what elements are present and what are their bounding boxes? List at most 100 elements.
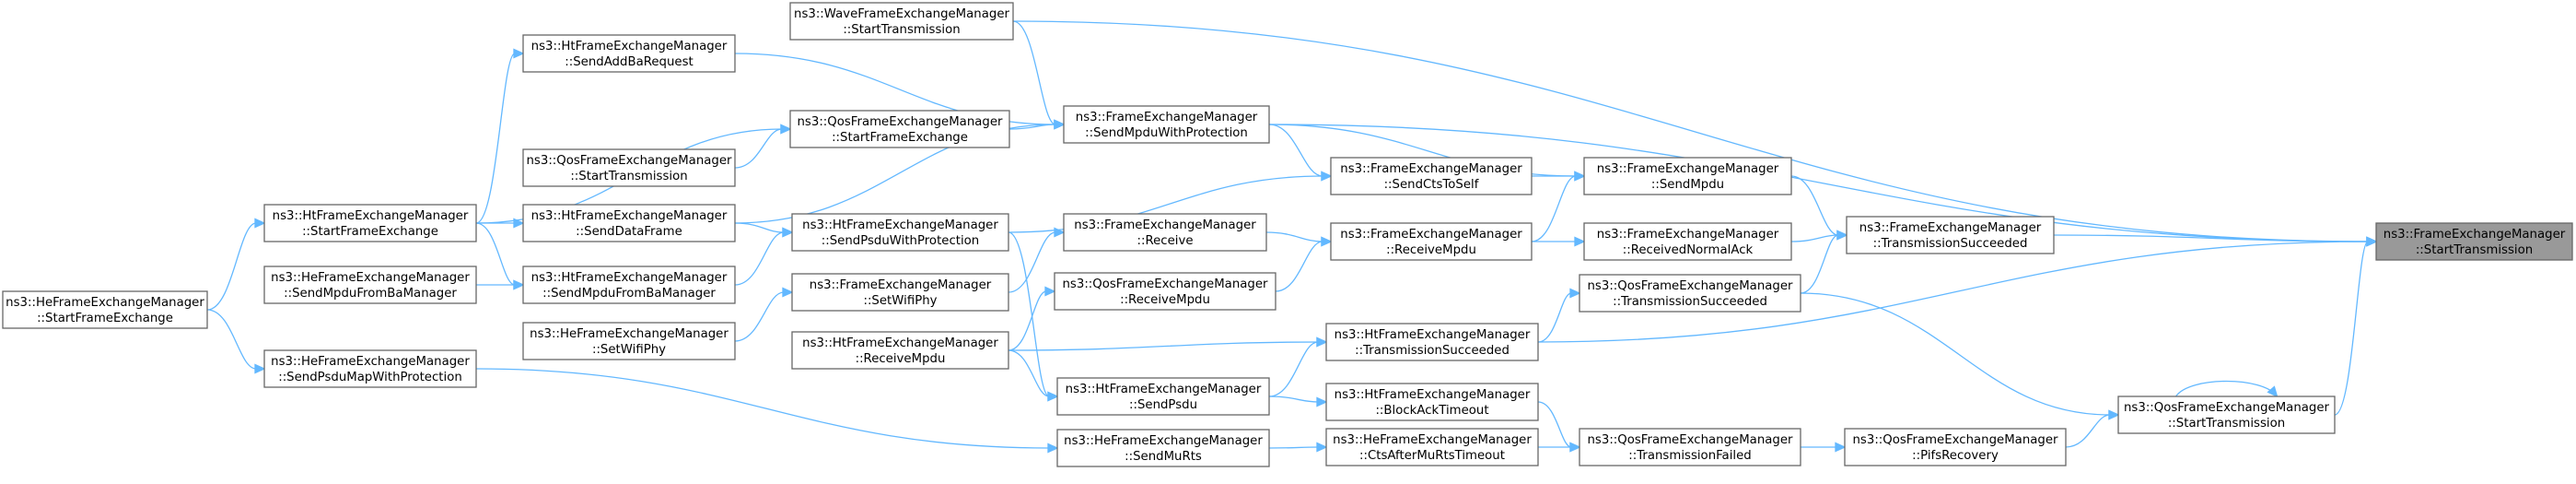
- node-class-label: ns3::FrameExchangeManager: [1859, 221, 2042, 235]
- node-box: [1063, 213, 1267, 252]
- edge-line: [1008, 175, 1323, 233]
- node-box: [1583, 157, 1792, 195]
- edge-arrowhead: [2366, 236, 2378, 247]
- node-box: [2117, 395, 2336, 434]
- function-node[interactable]: ns3::HeFrameExchangeManager::CtsAfterMuR…: [1325, 428, 1539, 466]
- node-box: [522, 34, 736, 73]
- node-method-label: ::StartTransmission: [2168, 417, 2285, 431]
- edge-n10-to-n4: [1537, 288, 1581, 343]
- function-node[interactable]: ns3::FrameExchangeManager::SendCtsToSelf: [1330, 157, 1533, 195]
- edge-line: [2065, 414, 2111, 448]
- function-node[interactable]: ns3::QosFrameExchangeManager::StartFrame…: [789, 110, 1010, 148]
- node-method-label: ::SendMpdu: [1651, 178, 1724, 192]
- edge-n24-to-n15: [1008, 286, 1056, 351]
- function-node[interactable]: ns3::QosFrameExchangeManager::StartTrans…: [522, 148, 736, 187]
- node-box: [1583, 222, 1792, 261]
- function-node[interactable]: ns3::HtFrameExchangeManager::SendDataFra…: [522, 204, 736, 242]
- function-node[interactable]: ns3::HeFrameExchangeManager::SendMuRts: [1056, 429, 1270, 467]
- node-class-label: ns3::FrameExchangeManager: [1076, 111, 1258, 124]
- node-method-label: ::SendAddBaRequest: [565, 55, 693, 69]
- function-node[interactable]: ns3::FrameExchangeManager::SendMpdu: [1583, 157, 1792, 195]
- function-node[interactable]: ns3::QosFrameExchangeManager::Transmissi…: [1579, 274, 1801, 313]
- edge-n12-to-n3: [1532, 236, 1586, 247]
- function-node[interactable]: ns3::HtFrameExchangeManager::SendAddBaRe…: [522, 34, 736, 73]
- node-class-label: ns3::FrameExchangeManager: [2384, 228, 2566, 242]
- node-box: [2, 290, 208, 329]
- target-node[interactable]: ns3::FrameExchangeManager::StartTransmis…: [2375, 222, 2573, 261]
- function-node[interactable]: ns3::HtFrameExchangeManager::StartFrameE…: [263, 204, 477, 242]
- edge-n25-to-n26: [475, 218, 525, 229]
- function-node[interactable]: ns3::HtFrameExchangeManager::BlockAckTim…: [1325, 383, 1539, 421]
- node-box: [791, 331, 1009, 370]
- function-node[interactable]: ns3::HeFrameExchangeManager::SendMpduFro…: [263, 266, 477, 304]
- node-box: [263, 349, 477, 388]
- node-box: [789, 110, 1010, 148]
- function-node[interactable]: ns3::HeFrameExchangeManager::SendPsduMap…: [263, 349, 477, 388]
- function-node[interactable]: ns3::HeFrameExchangeManager::StartFrameE…: [2, 290, 208, 329]
- node-method-label: ::StartTransmission: [2416, 243, 2533, 257]
- edge-arrowhead: [1569, 288, 1581, 299]
- node-method-label: ::SetWifiPhy: [863, 294, 937, 308]
- node-class-label: ns3::HtFrameExchangeManager: [1335, 388, 1531, 402]
- node-class-label: ns3::QosFrameExchangeManager: [798, 115, 1004, 129]
- edge-n6-to-n5: [2065, 409, 2120, 448]
- node-class-label: ns3::HeFrameExchangeManager: [271, 271, 470, 285]
- edge-line: [1537, 401, 1572, 448]
- function-node[interactable]: ns3::WaveFrameExchangeManager::StartTran…: [789, 2, 1014, 41]
- node-class-label: ns3::FrameExchangeManager: [810, 278, 992, 292]
- node-class-label: ns3::HtFrameExchangeManager: [273, 209, 469, 223]
- node-box: [1056, 377, 1270, 416]
- edge-n16-to-n10: [1268, 336, 1328, 397]
- edge-arrowhead: [2108, 409, 2120, 420]
- edge-n30-to-n25: [206, 218, 266, 311]
- node-box: [791, 213, 1009, 252]
- function-node[interactable]: ns3::QosFrameExchangeManager::PifsRecove…: [1844, 428, 2067, 466]
- edge-n4-to-n5: [1800, 292, 2120, 420]
- function-node[interactable]: ns3::QosFrameExchangeManager::StartTrans…: [2117, 395, 2336, 434]
- function-node[interactable]: ns3::HtFrameExchangeManager::SendPsduWit…: [791, 213, 1009, 252]
- function-node[interactable]: ns3::FrameExchangeManager::Receive: [1063, 213, 1267, 252]
- node-method-label: ::StartFrameExchange: [37, 312, 173, 325]
- edge-n15-to-n12: [1275, 236, 1333, 292]
- edge-n16-to-n8: [1268, 395, 1328, 407]
- node-class-label: ns3::WaveFrameExchangeManager: [794, 7, 1009, 21]
- node-method-label: ::SendPsdu: [1129, 398, 1197, 412]
- edge-line: [734, 222, 785, 233]
- function-node[interactable]: ns3::FrameExchangeManager::TransmissionS…: [1846, 216, 2055, 254]
- function-node[interactable]: ns3::HtFrameExchangeManager::SendMpduFro…: [522, 266, 736, 304]
- function-node[interactable]: ns3::HtFrameExchangeManager::ReceiveMpdu: [791, 331, 1009, 370]
- edge-arrowhead: [513, 48, 525, 59]
- edge-arrowhead: [254, 363, 266, 374]
- node-class-label: ns3::HtFrameExchangeManager: [802, 336, 998, 350]
- function-node[interactable]: ns3::HeFrameExchangeManager::SetWifiPhy: [522, 322, 736, 360]
- function-node[interactable]: ns3::FrameExchangeManager::ReceivedNorma…: [1583, 222, 1792, 261]
- function-node[interactable]: ns3::FrameExchangeManager::SendMpduWithP…: [1063, 105, 1270, 144]
- function-node[interactable]: ns3::QosFrameExchangeManager::Transmissi…: [1579, 428, 1801, 466]
- node-class-label: ns3::QosFrameExchangeManager: [2124, 401, 2330, 415]
- function-node[interactable]: ns3::HtFrameExchangeManager::Transmissio…: [1325, 323, 1539, 361]
- function-node[interactable]: ns3::FrameExchangeManager::ReceiveMpdu: [1330, 222, 1533, 261]
- node-box: [522, 322, 736, 360]
- edge-n31-to-n17: [475, 368, 1059, 454]
- edge-line: [1012, 20, 2369, 242]
- function-node[interactable]: ns3::FrameExchangeManager::SetWifiPhy: [791, 273, 1009, 312]
- function-node[interactable]: ns3::QosFrameExchangeManager::ReceiveMpd…: [1054, 272, 1276, 311]
- edge-arrowhead: [1054, 227, 1066, 238]
- node-method-label: ::SendMpduWithProtection: [1085, 126, 1248, 140]
- node-method-label: ::BlockAckTimeout: [1375, 404, 1488, 418]
- node-method-label: ::StartTransmission: [570, 170, 687, 183]
- edge-n24-to-n16: [1008, 349, 1059, 402]
- node-class-label: ns3::FrameExchangeManager: [1340, 228, 1522, 242]
- edge-arrowhead: [1044, 286, 1056, 297]
- node-method-label: ::ReceivedNormalAck: [1623, 243, 1754, 257]
- edge-arrowhead: [513, 279, 525, 290]
- edge-n25-to-n28: [475, 222, 525, 290]
- function-node[interactable]: ns3::HtFrameExchangeManager::SendPsdu: [1056, 377, 1270, 416]
- edge-line: [2334, 241, 2369, 416]
- node-class-label: ns3::QosFrameExchangeManager: [1588, 433, 1794, 447]
- nodes-layer: ns3::FrameExchangeManager::StartTransmis…: [2, 2, 2573, 467]
- edge-line: [2174, 380, 2279, 397]
- node-class-label: ns3::HtFrameExchangeManager: [1335, 328, 1531, 342]
- node-method-label: ::ReceiveMpdu: [856, 352, 946, 366]
